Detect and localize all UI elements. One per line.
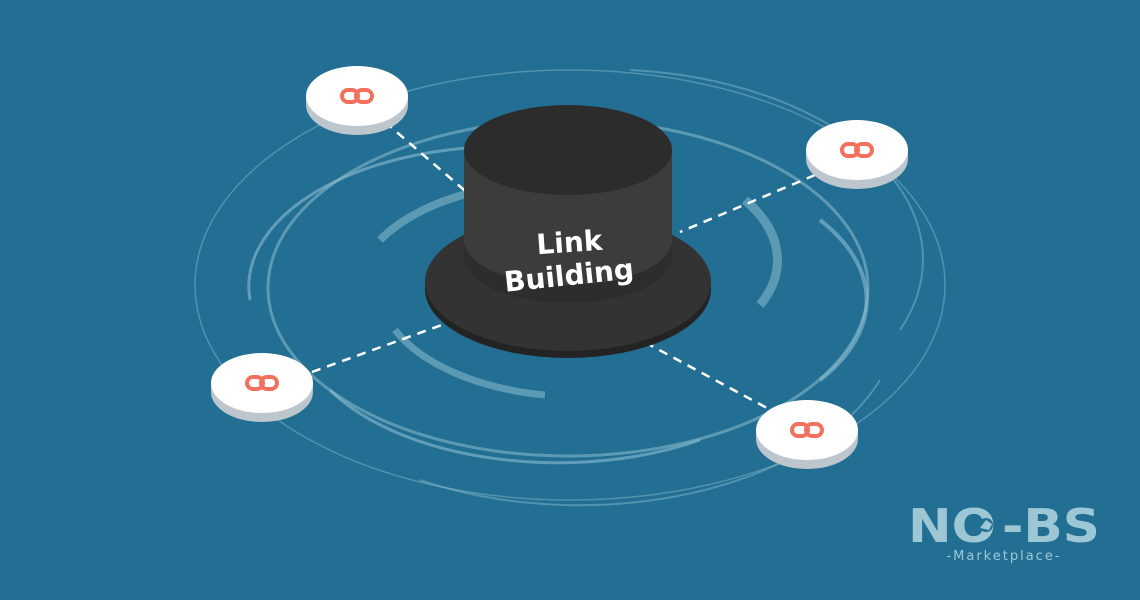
link-connectors [311,121,816,417]
top-hat-icon: Link Building [425,105,711,358]
link-badge-top-right [804,118,910,191]
logo-text-right: -BS [1002,499,1100,553]
link-badge-bottom-right [754,398,860,471]
hat-title-line1: Link [535,224,605,262]
bull-icon [979,518,993,532]
logo-subtitle: -Marketplace- [946,549,1061,564]
link-badge-top-left [304,64,410,137]
link-badge-bottom-left [209,351,315,424]
no-bs-logo: NO -BS -Marketplace- [908,499,1100,564]
